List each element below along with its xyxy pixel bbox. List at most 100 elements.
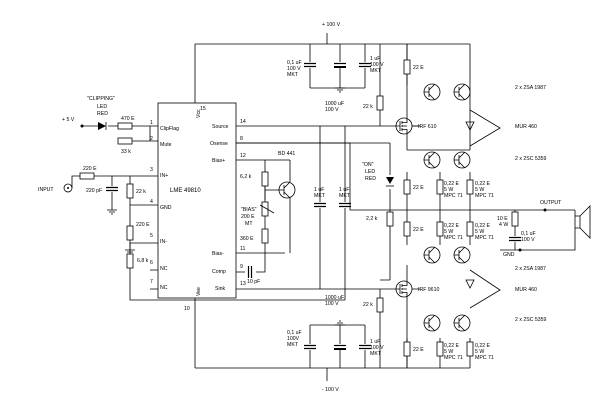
- resistor-360: [261, 228, 269, 244]
- zobel-cap-volt: 100 V: [521, 237, 535, 243]
- ballast-2-value: 0,22 E: [475, 181, 491, 187]
- gnd-label: GND: [503, 252, 515, 258]
- pnp-transistor-3: [423, 246, 441, 264]
- bias-transistor: [278, 181, 296, 199]
- bias-network: BD 441 6,2 k "BIAS" 200 E MT 360 E 10 pF: [236, 125, 420, 290]
- clipping-title: "CLIPPING": [87, 96, 115, 102]
- pin-number-12: 12: [240, 153, 246, 159]
- pin-number-9: 9: [240, 264, 243, 270]
- resistor-22k-input-label: 22 k: [136, 189, 146, 195]
- ballast-5-value: 0,22 E: [444, 343, 460, 349]
- cap-top-small: [303, 62, 317, 68]
- ballast-resistor-3: [436, 221, 444, 237]
- ballast-resistor-2: [466, 179, 474, 195]
- pin-number-8: 8: [240, 136, 243, 142]
- resistor-470-label: 470 E: [121, 116, 135, 122]
- pin-number-14: 14: [240, 119, 246, 125]
- zobel-cap-value: 0,1 uF: [521, 231, 536, 237]
- npn-label-top: 2 x 2SC 5359: [515, 156, 547, 162]
- pin-number-3: 3: [150, 167, 153, 173]
- ballast-resistor-1: [436, 179, 444, 195]
- zobel-resistor-power: 4 W: [499, 222, 508, 228]
- pnp-transistor-2: [453, 83, 471, 101]
- ballast-2-power: 5 W: [475, 187, 484, 193]
- bias-transistor-label: BD 441: [278, 151, 295, 157]
- npn-transistor-3: [423, 314, 441, 332]
- npn-transistor-4: [453, 314, 471, 332]
- pin-label-clip: ClipFlag: [160, 126, 179, 132]
- pin-number-15: 15: [200, 106, 206, 112]
- bias-pot-type: MT: [245, 221, 253, 227]
- ballast-4-value: 0,22 E: [475, 223, 491, 229]
- capacitor-10pf: [247, 265, 253, 279]
- resistor-22-top-label: 22 E: [413, 65, 424, 71]
- pin-label-inm: IN-: [160, 239, 167, 245]
- supply-rails: + 100 V - 100 V: [194, 22, 470, 393]
- ballast-3-power: 5 W: [444, 229, 453, 235]
- ballast-6-value: 0,22 E: [475, 343, 491, 349]
- input-label: INPUT: [38, 187, 54, 193]
- pin-label-vcc: Vcc: [196, 109, 202, 118]
- resistor-22k-bottom: [376, 297, 384, 313]
- resistor-22k-bottom-label: 22 k: [363, 302, 373, 308]
- pnp-transistor-1: [423, 83, 441, 101]
- pnp-label-bottom: 2 x 2SA 1987: [515, 266, 546, 272]
- pin-number-10: 10: [184, 306, 190, 312]
- pin-number-6: 6: [150, 260, 153, 266]
- cap-top-big: [333, 62, 347, 69]
- resistor-33k: [117, 137, 133, 145]
- ballast-4-power: 5 W: [475, 229, 484, 235]
- ballast-5-power: 5 W: [444, 349, 453, 355]
- bias-decoupling: 1 uF MKT 1 uF MKT: [313, 126, 352, 300]
- cap-mid-right-value: 1 uF: [339, 187, 349, 193]
- ballast-6-power: 5 W: [475, 349, 484, 355]
- pin-number-1: 1: [150, 120, 153, 126]
- cap-top-small-value: 0,1 uF: [287, 60, 302, 66]
- resistor-22-bottom-label: 22 E: [413, 347, 424, 353]
- ballast-resistor-6: [466, 341, 474, 357]
- resistor-6k2: [261, 171, 269, 187]
- zobel-resistor: [511, 211, 519, 227]
- on-label: "ON": [362, 162, 374, 168]
- mosfet-irf610: [395, 117, 413, 135]
- output-label: OUTPUT: [540, 200, 562, 206]
- cap-bot-mid-volt: 100 V: [370, 345, 384, 351]
- pin-number-5: 5: [150, 233, 153, 239]
- pin-label-mute: Mute: [160, 142, 172, 148]
- bias-label: "BIAS": [241, 207, 257, 213]
- cap-top-mid-type: MKT: [370, 68, 382, 74]
- resistor-22-bottom: [403, 341, 411, 357]
- output-stage: 22 E 2 x 2SA 1987 2 x 2SC 5359 2 x 2SA 1…: [236, 44, 547, 368]
- cap-top-mid-volt: 100 V: [370, 62, 384, 68]
- ballast-1-value: 0,22 E: [444, 181, 460, 187]
- clipping-indicator: "CLIPPING" LED RED + 5 V 470 E 33 k: [62, 96, 158, 155]
- cap-bot-small: [303, 344, 317, 350]
- cap-top-big-value: 1000 uF: [325, 101, 344, 107]
- cap-bot-mid-type: MKT: [370, 351, 382, 357]
- zobel-capacitor: [508, 236, 522, 242]
- driver-stage: 22 k 22 k "ON" LED RED 2,2 k IRF 610 IRF…: [362, 44, 439, 368]
- cap-bot-big-volt: 100 V: [325, 301, 339, 307]
- diode-mur460-bottom: [465, 269, 501, 309]
- vee-label: - 100 V: [322, 387, 339, 393]
- clipping-led-color: RED: [97, 111, 108, 117]
- cap-bot-small-volt: 100V: [287, 336, 300, 342]
- resistor-22k-top-label: 22 k: [363, 104, 373, 110]
- pin-number-13: 13: [240, 281, 246, 287]
- ballast-1-power: 5 W: [444, 187, 453, 193]
- bias-pot-value: 200 E: [241, 214, 255, 220]
- resistor-22-mid-top-label: 22 E: [413, 185, 424, 191]
- pin-number-11: 11: [240, 246, 245, 252]
- pnp-label-top: 2 x 2SA 1987: [515, 85, 546, 91]
- on-led-color: RED: [365, 176, 376, 182]
- mosfet-top-label: IRF 610: [418, 124, 437, 130]
- top-caps-ground: [334, 87, 346, 93]
- pin-label-comp: Comp: [212, 269, 226, 275]
- pin-label-biasp: Bias+: [212, 158, 225, 164]
- resistor-220-input-label: 220 E: [83, 166, 97, 172]
- resistor-22-mid-bottom: [403, 221, 411, 237]
- resistor-220-feedback-label: 220 E: [136, 222, 150, 228]
- npn-transistor-1: [423, 151, 441, 169]
- npn-label-bottom: 2 x 2SC 5359: [515, 317, 547, 323]
